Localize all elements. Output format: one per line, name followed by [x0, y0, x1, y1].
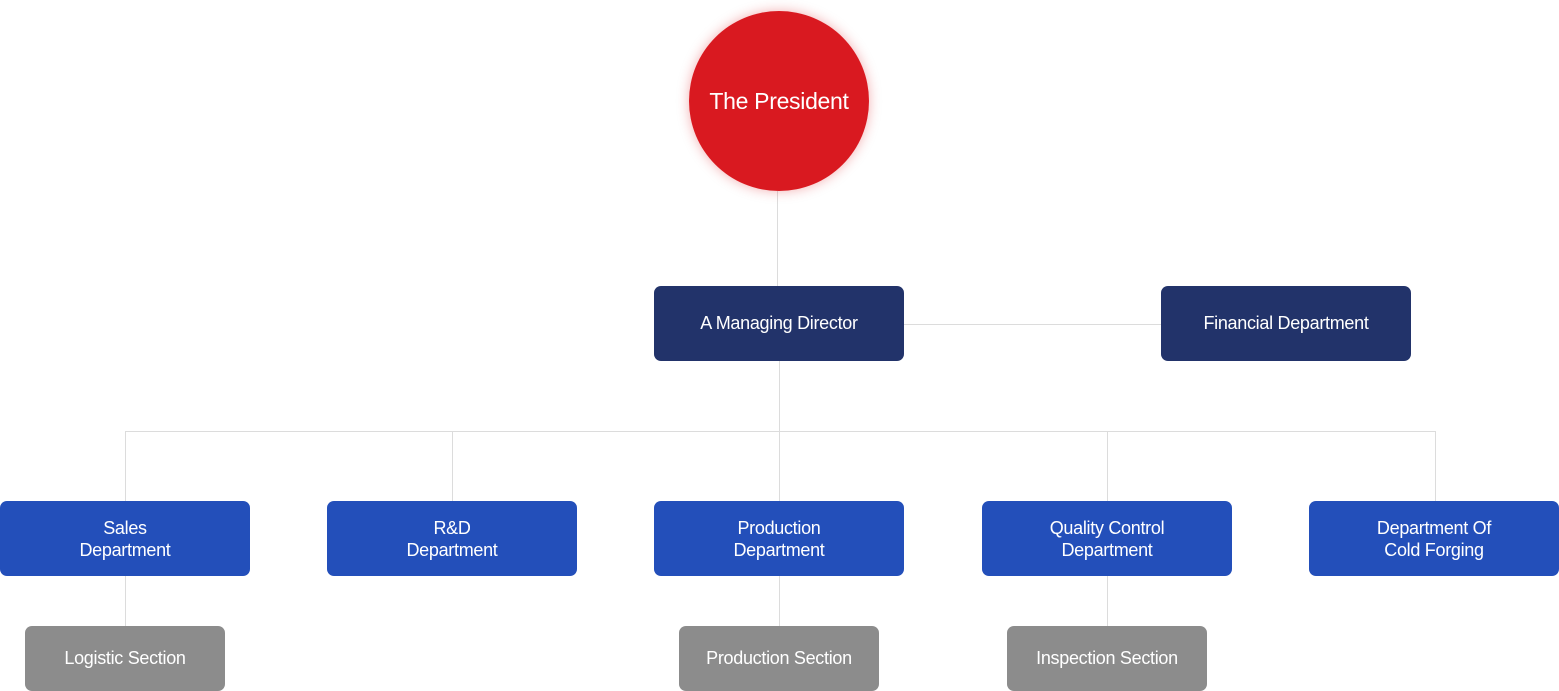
cold-forging-department-label: Department Of Cold Forging [1376, 517, 1492, 560]
production-section-label: Production Section [706, 648, 852, 668]
connector-director-bus [779, 361, 780, 432]
connector-bus-rnd [452, 431, 453, 501]
logistic-section-node: Logistic Section [25, 626, 225, 691]
connector-department-bus [125, 431, 1436, 432]
connector-sales-logistic [125, 576, 126, 626]
quality-control-department-label: Quality Control Department [1049, 517, 1165, 560]
production-department-label: Production Department [733, 517, 825, 560]
sales-department-label: Sales Department [79, 517, 171, 560]
connector-quality-inspection [1107, 576, 1108, 626]
connector-president-director [777, 191, 778, 286]
production-department-node: Production Department [654, 501, 904, 576]
logistic-section-label: Logistic Section [64, 648, 186, 668]
rnd-department-label: R&D Department [406, 517, 498, 560]
connector-production-section [779, 576, 780, 626]
sales-department-node: Sales Department [0, 501, 250, 576]
connector-bus-quality [1107, 431, 1108, 501]
connector-bus-cold-forging [1435, 431, 1436, 501]
financial-department-label: Financial Department [1203, 313, 1369, 333]
connector-director-financial [904, 324, 1161, 325]
financial-department-node: Financial Department [1161, 286, 1411, 361]
managing-director-node: A Managing Director [654, 286, 904, 361]
managing-director-label: A Managing Director [700, 313, 858, 333]
production-section-node: Production Section [679, 626, 879, 691]
inspection-section-label: Inspection Section [1036, 648, 1178, 668]
rnd-department-node: R&D Department [327, 501, 577, 576]
connector-bus-sales [125, 431, 126, 501]
president-label: The President [709, 87, 849, 114]
quality-control-department-node: Quality Control Department [982, 501, 1232, 576]
connector-bus-production [779, 431, 780, 501]
inspection-section-node: Inspection Section [1007, 626, 1207, 691]
cold-forging-department-node: Department Of Cold Forging [1309, 501, 1559, 576]
president-node: The President [689, 11, 869, 191]
